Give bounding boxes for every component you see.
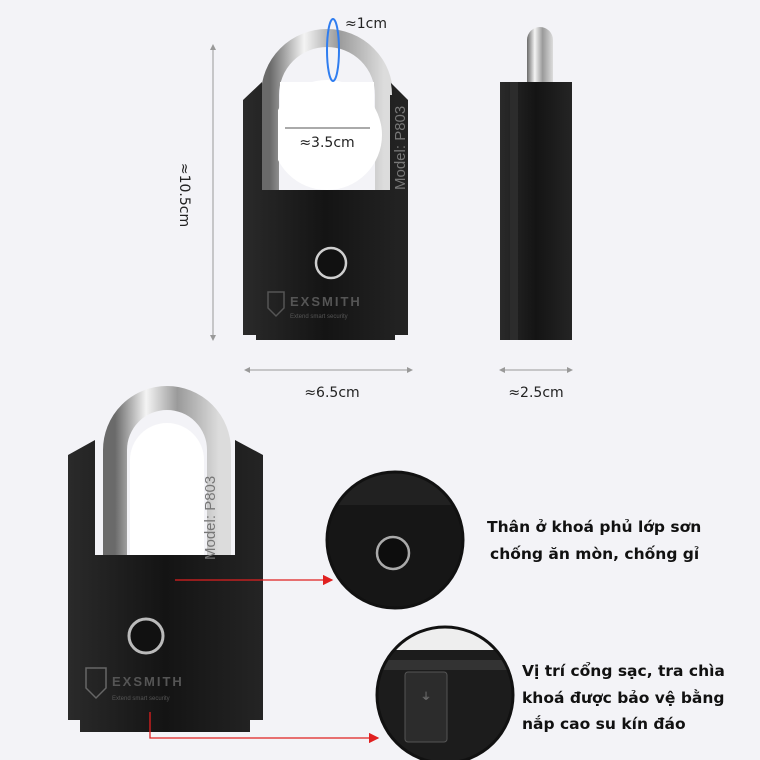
port-arrow bbox=[149, 712, 380, 744]
side-view-lock bbox=[500, 27, 572, 340]
depth-label: ≈2.5cm bbox=[508, 385, 563, 401]
shield-logo bbox=[267, 291, 285, 318]
front-view-lock: Model: P803 EXSMITH Extend smart securit… bbox=[243, 16, 409, 340]
tagline-large: Extend smart security bbox=[112, 696, 170, 702]
width-label: ≈6.5cm bbox=[304, 385, 359, 401]
port-caption: Vị trí cổng sạc, tra chìa khoá được bảo … bbox=[522, 658, 725, 738]
caption-line: nắp cao su kín đáo bbox=[522, 715, 686, 733]
shackle-thickness-label: ≈1cm bbox=[345, 16, 387, 32]
detail-fingerprint-closeup bbox=[327, 472, 463, 608]
model-label: Model: P803 bbox=[392, 106, 409, 190]
fingerprint-sensor-large bbox=[127, 617, 165, 655]
caption-line: Thân ở khoá phủ lớp sơn bbox=[487, 518, 702, 536]
detail-charging-port: ⏚ bbox=[377, 627, 513, 760]
caption-line: Vị trí cổng sạc, tra chìa bbox=[522, 662, 725, 680]
model-label-large: Model: P803 bbox=[202, 476, 219, 560]
brand-label: EXSMITH bbox=[290, 294, 362, 309]
shackle-width-label: ≈3.5cm bbox=[299, 135, 354, 151]
closeup-lock: Model: P803 EXSMITH Extend smart securit… bbox=[68, 386, 263, 732]
lock-body bbox=[243, 82, 408, 340]
caption-line: khoá được bảo vệ bằng bbox=[522, 688, 725, 707]
brand-label-large: EXSMITH bbox=[112, 674, 184, 689]
coating-caption: Thân ở khoá phủ lớp sơn chống ăn mòn, ch… bbox=[487, 514, 701, 567]
tagline: Extend smart security bbox=[290, 314, 348, 320]
height-label: ≈10.5cm bbox=[176, 163, 192, 227]
caption-line: chống ăn mòn, chống gỉ bbox=[490, 544, 700, 563]
usb-icon: ⏚ bbox=[421, 691, 431, 703]
fingerprint-sensor bbox=[314, 246, 348, 280]
thickness-ring-icon bbox=[326, 18, 340, 82]
